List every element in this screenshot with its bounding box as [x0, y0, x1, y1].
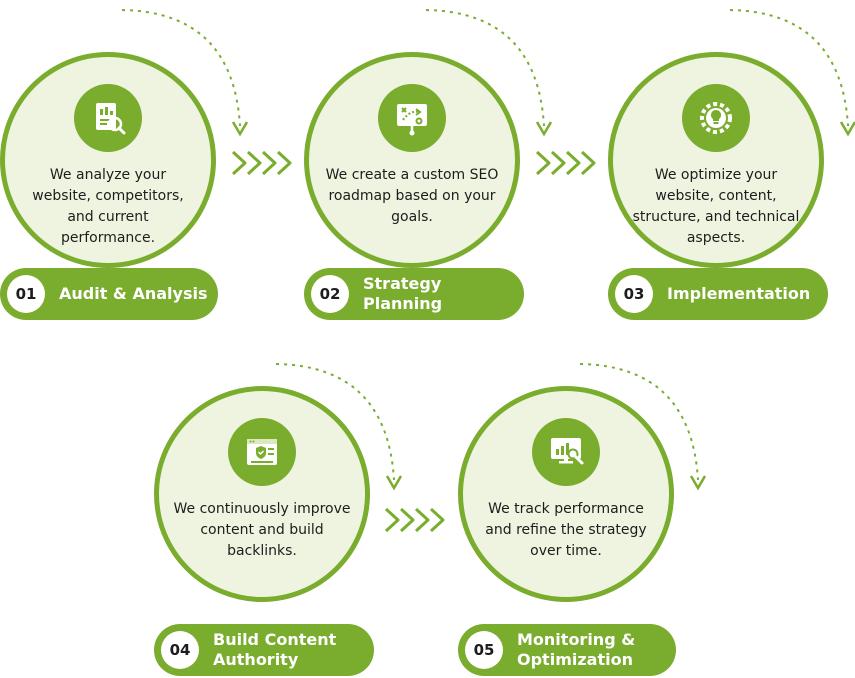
step-circle: We continuously improve content and buil… [154, 386, 370, 602]
step-circle: We create a custom SEO roadmap based on … [304, 52, 520, 268]
step-description: We continuously improve content and buil… [173, 501, 351, 559]
dashed-arc-arrow-icon [425, 9, 553, 137]
step-title: Strategy Planning [363, 274, 443, 313]
step-circle: We optimize your website, content, struc… [608, 52, 824, 268]
step-title-pill: 02 Strategy Planning [304, 268, 524, 320]
step-description: We optimize your website, content, struc… [632, 167, 800, 246]
step-title: Implementation [667, 284, 811, 303]
step-title-pill: 01 Audit & Analysis [0, 268, 218, 320]
step-title-pill: 03 Implementation [608, 268, 828, 320]
chevron-arrows-icon [231, 150, 292, 176]
step-description: We track performance and refine the stra… [485, 501, 647, 559]
dashed-arc-arrow-icon [579, 363, 707, 491]
step-title: Build Content Authority [213, 630, 337, 669]
step-title-pill: 05 Monitoring & Optimization [458, 624, 676, 676]
dashed-arc-arrow-icon [121, 9, 249, 137]
step-circle: We track performance and refine the stra… [458, 386, 674, 602]
audit-report-icon [74, 84, 142, 152]
shield-browser-icon [228, 418, 296, 486]
step-description: We create a custom SEO roadmap based on … [325, 167, 499, 225]
step-circle: We analyze your website, competitors, an… [0, 52, 216, 268]
monitor-chart-icon [532, 418, 600, 486]
bulb-gear-icon [682, 84, 750, 152]
chevron-arrows-icon [535, 150, 596, 176]
dashed-arc-arrow-icon [729, 9, 855, 137]
dashed-arc-arrow-icon [275, 363, 403, 491]
step-title-pill: 04 Build Content Authority [154, 624, 374, 676]
step-number: 05 [465, 631, 503, 669]
step-number: 04 [161, 631, 199, 669]
chevron-arrows-icon [384, 507, 445, 533]
step-title: Monitoring & Optimization [517, 630, 636, 669]
step-description: We analyze your website, competitors, an… [32, 167, 184, 246]
strategy-board-icon [378, 84, 446, 152]
step-title: Audit & Analysis [59, 284, 208, 303]
step-number: 03 [615, 275, 653, 313]
step-number: 02 [311, 275, 349, 313]
step-number: 01 [7, 275, 45, 313]
